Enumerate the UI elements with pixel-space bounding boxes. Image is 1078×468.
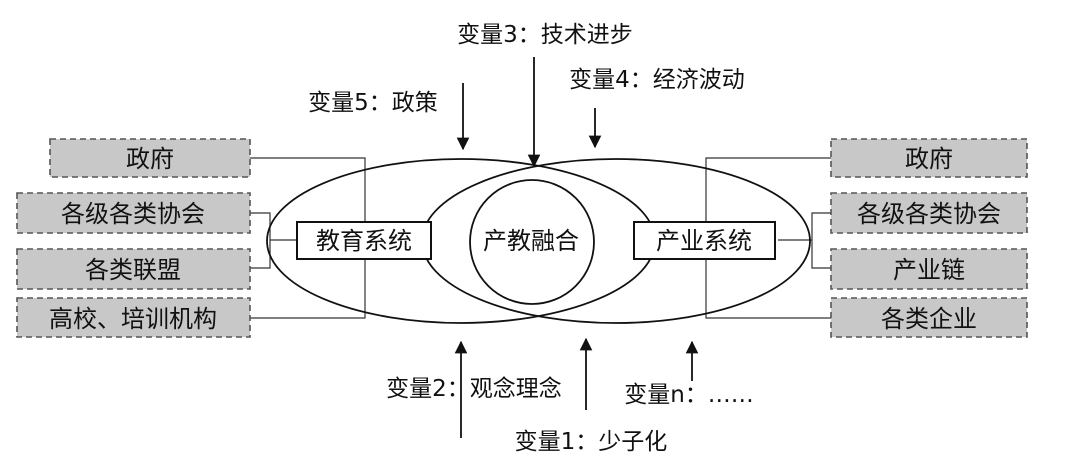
right-connectors	[705, 157, 831, 319]
industry-stakeholder-label: 各类企业	[881, 305, 977, 333]
variable-1-label: 变量1：少子化	[515, 429, 668, 455]
integration-circle	[469, 179, 595, 305]
education-stakeholder-label: 政府	[126, 145, 174, 173]
education-system-box: 教育系统	[296, 221, 432, 260]
education-stakeholder-alliances: 各类联盟	[16, 248, 251, 290]
variable-4-label: 变量4：经济波动	[569, 67, 745, 93]
education-stakeholder-universities: 高校、培训机构	[16, 297, 251, 338]
left-connectors	[250, 157, 366, 319]
industry-stakeholder-enterprises: 各类企业	[830, 297, 1028, 338]
education-stakeholder-label: 高校、培训机构	[49, 305, 217, 333]
industry-stakeholder-associations: 各级各类协会	[830, 192, 1028, 234]
industry-stakeholder-industry-chain: 产业链	[830, 248, 1028, 290]
variable-2-label: 变量2：观念理念	[386, 376, 562, 402]
variable-3-label: 变量3：技术进步	[457, 22, 633, 48]
variable-5-label: 变量5：政策	[308, 90, 438, 116]
industry-system-label: 产业系统	[656, 227, 752, 255]
education-stakeholder-label: 各类联盟	[85, 256, 181, 284]
industry-stakeholder-label: 政府	[905, 145, 953, 173]
industry-stakeholder-government: 政府	[830, 138, 1028, 178]
industry-stakeholder-label: 产业链	[893, 256, 965, 284]
education-stakeholder-label: 各级各类协会	[61, 200, 205, 228]
industry-stakeholder-label: 各级各类协会	[857, 200, 1001, 228]
industry-system-box: 产业系统	[633, 221, 776, 260]
integration-label: 产教融合	[483, 227, 579, 255]
education-stakeholder-government: 政府	[49, 138, 251, 178]
education-stakeholder-associations: 各级各类协会	[16, 192, 251, 234]
variable-n-label: 变量n：……	[624, 382, 754, 408]
education-system-label: 教育系统	[316, 227, 412, 255]
